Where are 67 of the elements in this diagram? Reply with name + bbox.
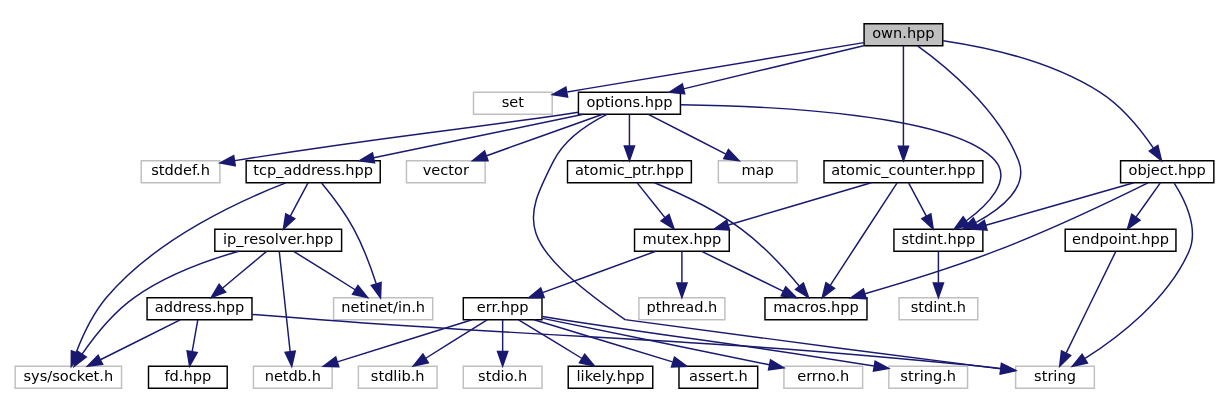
node-box: stdint.h (898, 296, 979, 320)
node-box: fd.hpp (147, 365, 228, 389)
node-box: assert.h (678, 365, 759, 389)
node-box: string.h (888, 365, 969, 389)
node-box: stddef.h (140, 159, 221, 183)
arrow (278, 250, 297, 368)
node-box: stdint.hpp (893, 228, 984, 252)
arrow (411, 318, 488, 367)
node-box: address.hpp (146, 296, 253, 320)
arrow (470, 113, 604, 161)
arrow (969, 181, 1135, 231)
arrow (942, 39, 1163, 162)
node-box: endpoint.hpp (1064, 228, 1177, 252)
node-box: map (717, 159, 798, 183)
node-box: errno.h (783, 365, 864, 389)
node-box: stdio.h (462, 365, 543, 389)
arrow (667, 44, 865, 95)
node-box: string (1014, 365, 1096, 389)
node-box: set (472, 91, 553, 115)
arrow (526, 250, 657, 298)
arrow (541, 315, 891, 372)
node-box: tcp_address.hpp (245, 159, 381, 183)
arrow (647, 113, 742, 162)
node-box: likely.hpp (567, 365, 654, 389)
node-box: netinet/in.h (332, 296, 434, 320)
arrow (209, 250, 268, 299)
node-box: sys/socket.h (14, 365, 123, 389)
node-box: atomic_ptr.hpp (566, 159, 693, 183)
arrow (321, 318, 473, 368)
arrow (653, 181, 810, 299)
node-box: own.hpp (863, 22, 944, 46)
node-box: options.hpp (577, 91, 682, 115)
node-box: vector (405, 159, 486, 183)
arrow (1126, 181, 1162, 231)
arrow (897, 44, 910, 163)
arrow (186, 318, 199, 368)
node-box: ip_resolver.hpp (214, 228, 343, 252)
arrow (217, 111, 580, 167)
arrow (623, 113, 636, 163)
node-box: netdb.h (252, 365, 333, 389)
arrow (320, 181, 382, 300)
arrow (907, 181, 935, 231)
node-box: mutex.hpp (633, 228, 730, 252)
node-box: pthread.h (638, 296, 726, 320)
arrow (675, 250, 689, 300)
arrow (848, 181, 1149, 299)
node-box: object.hpp (1119, 159, 1215, 183)
node-box: err.hpp (462, 296, 543, 320)
arrow (357, 113, 585, 164)
arrow (517, 318, 597, 367)
arrow (541, 317, 786, 371)
node-box: macros.hpp (764, 296, 868, 320)
arrow (821, 181, 898, 300)
arrow (1070, 181, 1194, 367)
arrow (85, 318, 181, 367)
arrow (932, 250, 945, 300)
node-box: stdlib.h (357, 365, 438, 389)
arrow (700, 250, 799, 299)
arrow (282, 181, 309, 231)
node-box: atomic_counter.hpp (823, 159, 984, 183)
arrow (496, 318, 509, 368)
arrow (712, 181, 872, 231)
arrow (533, 318, 690, 368)
arrow (636, 181, 676, 231)
arrow (1058, 250, 1117, 368)
arrow (292, 250, 370, 299)
arrow (550, 41, 865, 98)
